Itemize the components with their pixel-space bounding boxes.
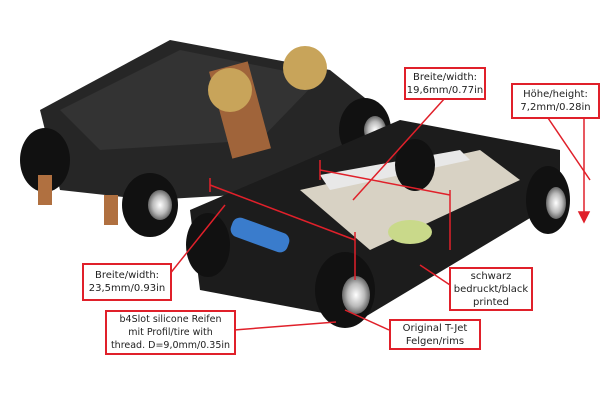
wheel bbox=[395, 139, 435, 191]
annotation-height: Höhe/height: 7,2mm/0.28in bbox=[511, 83, 600, 119]
annotation-text: Breite/width: 19,6mm/0.77in bbox=[406, 71, 484, 96]
annotation-text: schwarz bedruckt/black printed bbox=[453, 270, 529, 308]
annotation-width-top: Breite/width: 19,6mm/0.77in bbox=[404, 67, 486, 100]
annotation-rims: Original T-Jet Felgen/rims bbox=[389, 319, 481, 350]
resistor bbox=[230, 217, 290, 253]
annotation-text: Höhe/height: 7,2mm/0.28in bbox=[520, 89, 591, 113]
wheel bbox=[186, 213, 230, 277]
annotation-text: Original T-Jet Felgen/rims bbox=[402, 322, 468, 347]
annotation-color: schwarz bedruckt/black printed bbox=[449, 267, 533, 311]
front-chassis bbox=[186, 120, 570, 328]
wheel bbox=[20, 128, 70, 192]
gear-icon bbox=[283, 46, 327, 90]
annotation-width-bottom: Breite/width: 23,5mm/0.93in bbox=[82, 263, 172, 301]
annotation-text: b4Slot silicone Reifen mit Profil/tire w… bbox=[110, 314, 231, 351]
annotation-tires: b4Slot silicone Reifen mit Profil/tire w… bbox=[105, 310, 236, 355]
gear-icon bbox=[208, 68, 252, 112]
annotation-text: Breite/width: 23,5mm/0.93in bbox=[88, 270, 166, 294]
